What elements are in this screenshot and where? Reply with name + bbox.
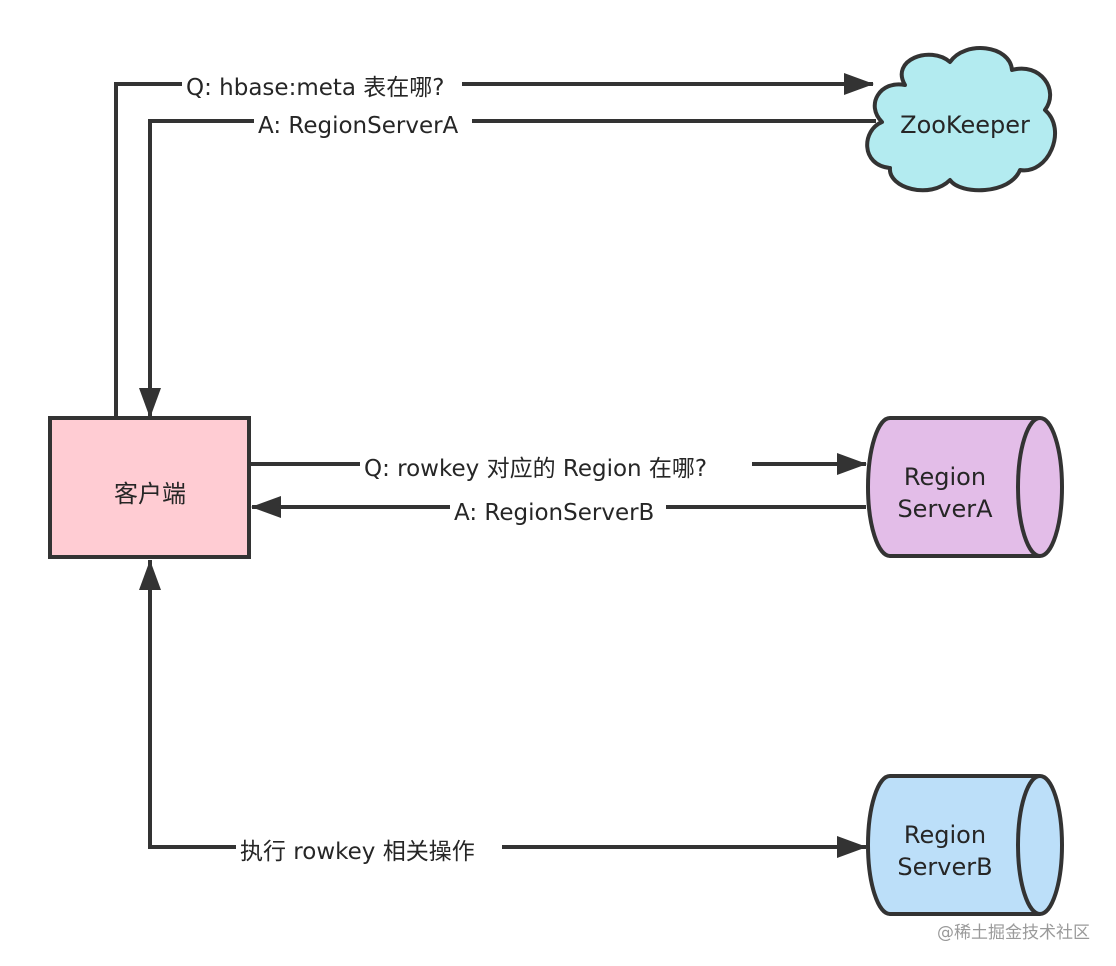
edge-a-region-label: A: RegionServerB (454, 500, 654, 526)
regionserver-b-label-line2: ServerB (897, 853, 992, 881)
edge-a-meta-line (139, 119, 876, 418)
zookeeper-node: ZooKeeper (865, 46, 1057, 193)
regionserver-b-end (1016, 774, 1041, 916)
regionserver-a-node: Region ServerA (866, 416, 1064, 558)
edge-a-region-label-bg (450, 495, 666, 525)
regionserver-b-node: Region ServerB (866, 774, 1064, 916)
client-node: 客户端 (48, 416, 251, 559)
edge-a-meta-label-bg (254, 108, 472, 138)
edge-q-meta-line (114, 73, 874, 417)
edge-op-label: 执行 rowkey 相关操作 (240, 839, 475, 865)
regionserver-a-label-line1: Region (904, 463, 986, 491)
edge-a-meta-label: A: RegionServerA (258, 113, 459, 139)
regionserver-a-end (1016, 416, 1041, 558)
edge-q-region-label: Q: rowkey 对应的 Region 在哪? (364, 456, 707, 482)
watermark: @稀土掘金技术社区 (937, 923, 1090, 943)
regionserver-b-label-line1: Region (904, 821, 986, 849)
edge-q-meta-label-bg (182, 70, 462, 100)
client-box (48, 416, 251, 559)
edge-op-label-bg (236, 834, 502, 864)
edge-op-arrowhead-up (139, 560, 161, 590)
edge-op-line (148, 560, 867, 858)
client-label: 客户端 (114, 480, 186, 508)
zookeeper-cloud (865, 46, 1057, 193)
regionserver-a-label-line2: ServerA (897, 495, 993, 523)
edge-q-meta-label: Q: hbase:meta 表在哪? (186, 75, 445, 101)
zookeeper-label: ZooKeeper (900, 111, 1030, 139)
edge-q-region-label-bg (360, 451, 752, 481)
